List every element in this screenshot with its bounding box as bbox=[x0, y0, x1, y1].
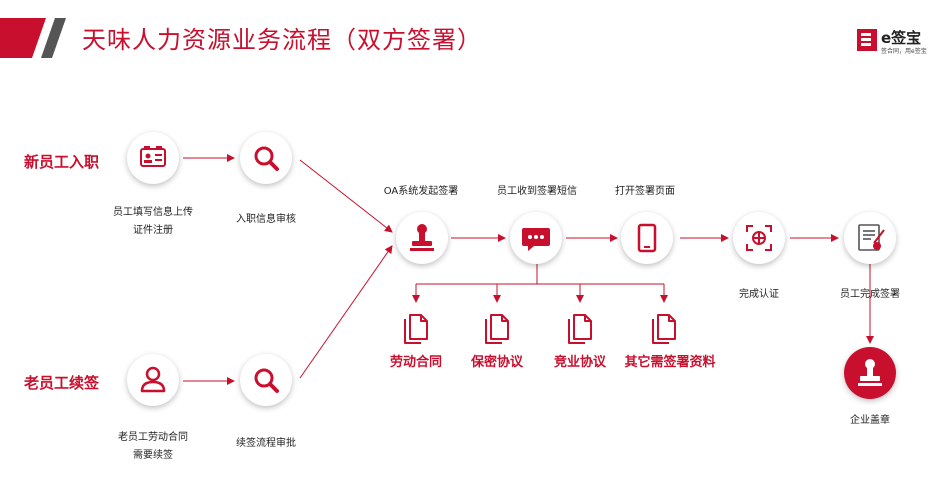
step-verify bbox=[733, 212, 785, 264]
document-icon bbox=[404, 314, 428, 344]
step-receive-sms bbox=[510, 212, 562, 264]
stamp-icon bbox=[858, 359, 882, 386]
step-oa-sign bbox=[396, 212, 448, 264]
document-icon bbox=[568, 314, 592, 344]
step-company-seal bbox=[844, 347, 896, 399]
step-contract-renew-line2: 需要续签 bbox=[133, 450, 173, 461]
chat-icon bbox=[522, 228, 550, 251]
step-fill-info bbox=[127, 132, 179, 184]
magnifier-icon bbox=[254, 368, 279, 393]
document-label: 其它需签署资料 bbox=[624, 355, 716, 370]
document-label: 竞业协议 bbox=[553, 355, 606, 370]
phone-icon bbox=[637, 223, 657, 253]
step-oa-sign-label: OA系统发起签署 bbox=[383, 186, 459, 197]
document-icon bbox=[652, 314, 676, 344]
row-label-old-employee: 老员工续签 bbox=[24, 374, 100, 392]
step-verify-label: 完成认证 bbox=[739, 289, 779, 300]
step-renew-approval-label: 续签流程审批 bbox=[236, 438, 296, 449]
page-title: 天味人力资源业务流程（双方签署） bbox=[82, 26, 482, 54]
row-label-new-employee: 新员工入职 bbox=[24, 153, 100, 171]
step-receive-sms-label: 员工收到签署短信 bbox=[497, 186, 577, 197]
step-entry-review-label: 入职信息审核 bbox=[236, 214, 296, 225]
step-open-page-label: 打开签署页面 bbox=[615, 186, 675, 197]
title-slash-decoration bbox=[0, 18, 66, 58]
brand-logo: e签宝 签合同，用e签宝 bbox=[857, 27, 937, 55]
document-icon bbox=[485, 314, 509, 344]
step-contract-renew-line1: 老员工劳动合同 bbox=[118, 432, 188, 443]
document-label: 劳动合同 bbox=[389, 355, 442, 370]
brand-tagline: 签合同，用e签宝 bbox=[881, 48, 927, 55]
face-scan-icon bbox=[746, 225, 772, 251]
step-open-page bbox=[621, 212, 673, 264]
step-fill-info-line2: 证件注册 bbox=[133, 225, 173, 236]
step-company-seal-label: 企业盖章 bbox=[850, 415, 890, 426]
step-finish-sign bbox=[844, 212, 896, 264]
document-label: 保密协议 bbox=[470, 355, 523, 370]
step-contract-renew-label: 老员工劳动合同 需要续签 bbox=[93, 429, 213, 465]
brand-mark-icon bbox=[857, 29, 877, 51]
step-finish-sign-label: 员工完成签署 bbox=[840, 289, 900, 300]
brand-name: e签宝 bbox=[881, 29, 922, 47]
step-fill-info-label: 员工填写信息上传 证件注册 bbox=[93, 204, 213, 240]
id-card-icon bbox=[140, 146, 166, 167]
sign-document-icon bbox=[858, 224, 885, 251]
step-contract-renew bbox=[127, 354, 179, 406]
step-entry-review bbox=[240, 132, 292, 184]
step-fill-info-line1: 员工填写信息上传 bbox=[113, 207, 193, 218]
step-renew-approval bbox=[240, 354, 292, 406]
person-icon bbox=[140, 366, 166, 393]
stamp-icon bbox=[410, 224, 434, 251]
magnifier-icon bbox=[254, 146, 279, 171]
